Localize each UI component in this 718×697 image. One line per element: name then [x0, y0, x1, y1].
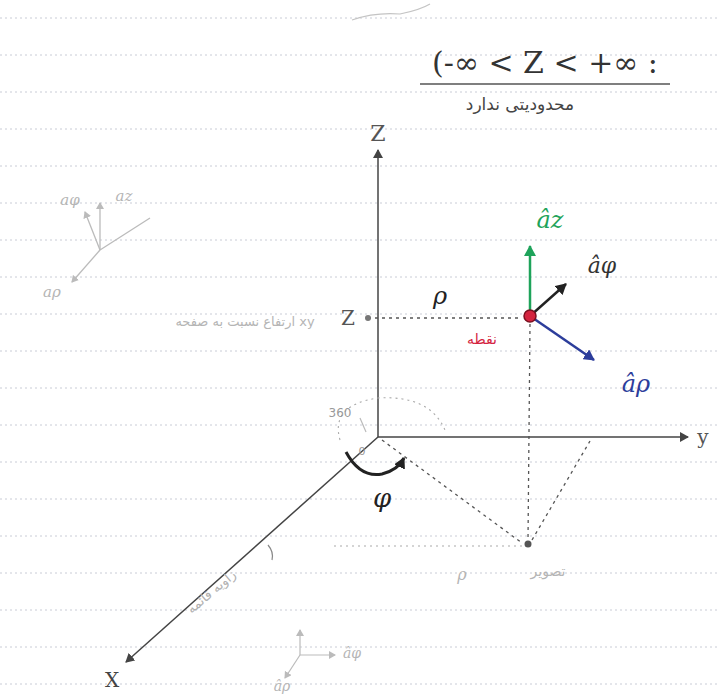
axis-label: y	[697, 426, 708, 448]
sketch-label: aφ	[60, 192, 79, 209]
axis-label: X	[105, 669, 119, 691]
height-label: Z	[341, 307, 355, 329]
faint-note: ارتفاع نسبت به صفحه xy	[175, 315, 314, 329]
angle-note: 0	[359, 446, 366, 458]
sketch-label: aρ	[43, 284, 61, 301]
sketch-label: âρ	[274, 679, 291, 694]
projection-label: تصویر	[531, 564, 566, 579]
radius-label: ρ	[433, 283, 447, 309]
unit-vector-label: âφ	[588, 254, 617, 278]
faint-label: ρ	[457, 566, 466, 584]
unit-vector-label: âz	[537, 207, 564, 233]
point-label: نقطه	[467, 332, 497, 347]
sketch-label: âφ	[343, 646, 361, 661]
angle-note: 360	[329, 407, 352, 420]
sketch-label: az	[116, 188, 133, 205]
range-note: (-∞ < Z < +∞ :	[432, 46, 658, 79]
note-text: محدودیتی ندارد	[466, 95, 574, 114]
angle-label: φ	[373, 484, 391, 513]
unit-vector-label: âρ	[622, 371, 650, 397]
axis-label: Z	[370, 122, 385, 146]
faint-note: زاویه قائمه	[185, 567, 240, 616]
